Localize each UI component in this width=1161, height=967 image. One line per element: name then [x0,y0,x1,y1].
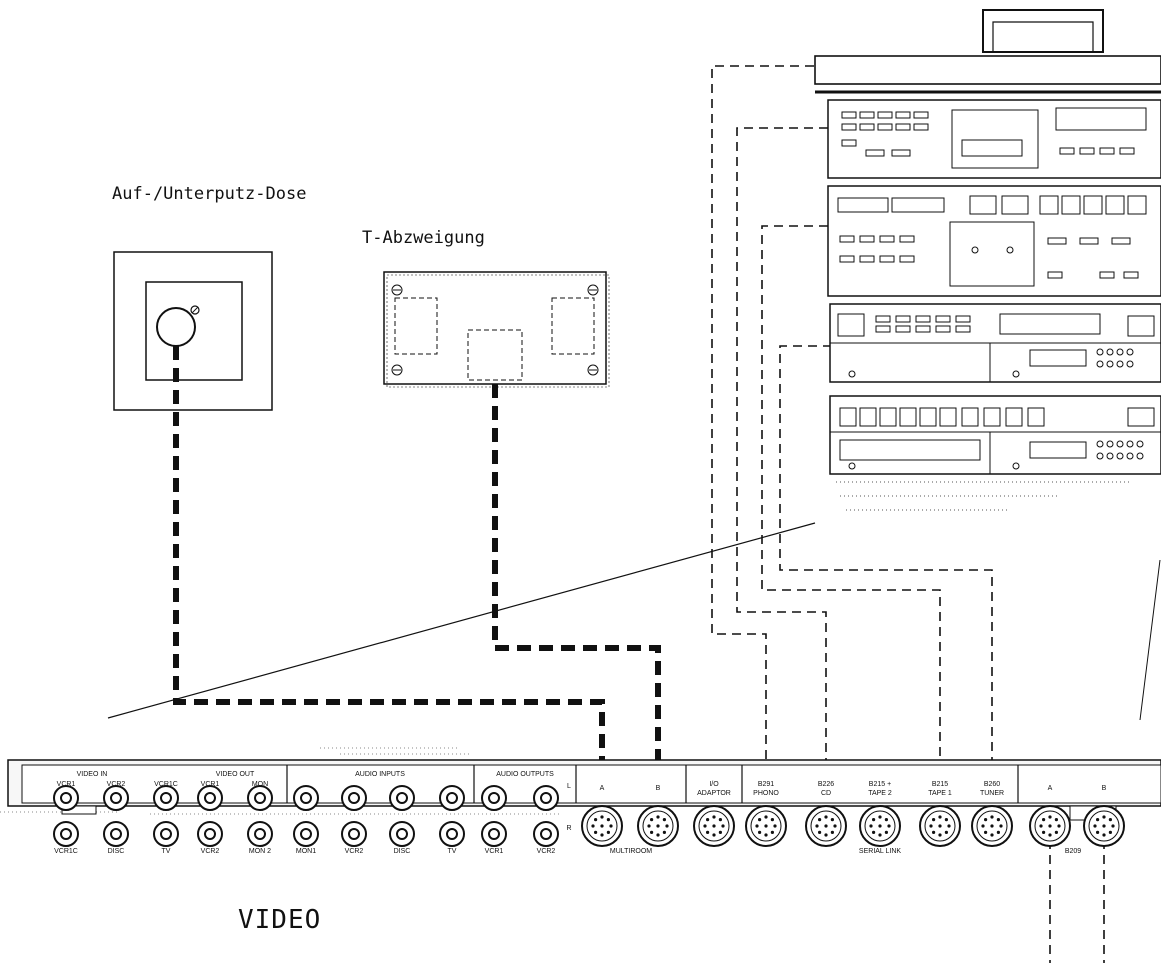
rca-jack[interactable] [53,821,79,847]
video-bottom-label: DISC [108,848,125,855]
io-adaptor-label-line1: I/O [709,781,719,788]
din-socket[interactable] [693,805,735,847]
rca-jack[interactable] [247,785,273,811]
serial-port-model: B215 [932,781,948,788]
channel-r-label: R [566,825,571,832]
serial-port-model: B215 + [869,781,891,788]
serial-port-name: TAPE 2 [868,790,892,797]
audio-input-label: DISC [394,848,411,855]
wall-socket [113,251,273,411]
rca-jack[interactable] [533,785,559,811]
audio-outputs-label: AUDIO OUTPUTS [496,771,554,778]
serial-port-name: TUNER [980,790,1004,797]
serial-port-name: PHONO [753,790,779,797]
rca-jack[interactable] [389,785,415,811]
rca-jack[interactable] [533,821,559,847]
b209-label: B209 [1065,848,1081,855]
wall-socket-label: Auf-/Unterputz-Dose [112,184,307,204]
video-top-label: VCR2 [107,781,126,788]
cd-player [827,99,1161,179]
rca-jack[interactable] [341,821,367,847]
turntable [982,9,1104,53]
multiroom-port-label: B [656,785,661,792]
serial-port-model: B260 [984,781,1000,788]
video-top-label: MON [252,781,268,788]
multiroom-cables [173,346,661,782]
din-socket[interactable] [971,805,1013,847]
cassette-deck [827,185,1161,297]
video-bottom-label: MON 2 [249,848,271,855]
din-socket[interactable] [1083,805,1125,847]
hifi-stack [814,9,1161,721]
panel-title: VIDEO [238,905,322,935]
serial-port-name: TAPE 1 [928,790,952,797]
rca-jack[interactable] [293,785,319,811]
multiroom-port-label: A [600,785,605,792]
t-junction-label: T-Abzweigung [362,228,485,248]
audio-inputs-label: AUDIO INPUTS [355,771,405,778]
b209-port-label: A [1048,785,1053,792]
serial-port-model: B226 [818,781,834,788]
serial-port-model: B291 [758,781,774,788]
video-top-label: VCR1 [201,781,220,788]
rca-jack[interactable] [341,785,367,811]
din-socket[interactable] [637,805,679,847]
rca-jack[interactable] [153,821,179,847]
video-out-label: VIDEO OUT [216,771,255,778]
video-top-label: VCR1 [57,781,76,788]
serial-port-name: CD [821,790,831,797]
t-junction-box [383,271,610,388]
serial-link-cables [711,65,1105,963]
rca-jack[interactable] [439,821,465,847]
rca-jack[interactable] [197,821,223,847]
audio-input-label: VCR2 [345,848,364,855]
video-bottom-label: VCR2 [201,848,220,855]
rca-jacks [53,785,559,847]
video-bottom-label: VCR1C [54,848,78,855]
rca-jack[interactable] [389,821,415,847]
rca-jack[interactable] [439,785,465,811]
rca-jack[interactable] [103,821,129,847]
rca-jack[interactable] [481,821,507,847]
audio-output-label: VCR2 [537,848,556,855]
b209-port-label: B [1102,785,1107,792]
video-bottom-label: TV [162,848,171,855]
rca-jack[interactable] [197,785,223,811]
rca-jack[interactable] [481,785,507,811]
din-socket[interactable] [859,805,901,847]
audio-output-label: VCR1 [485,848,504,855]
rca-jack[interactable] [103,785,129,811]
serial-link-label: SERIAL LINK [859,848,901,855]
din-sockets [581,805,1125,847]
din-socket[interactable] [745,805,787,847]
perspective-line [107,522,816,719]
din-socket[interactable] [805,805,847,847]
din-socket[interactable] [581,805,623,847]
audio-input-label: MON1 [296,848,316,855]
rca-jack[interactable] [153,785,179,811]
amplifier [829,395,1161,475]
din-socket[interactable] [1029,805,1071,847]
din-socket[interactable] [919,805,961,847]
video-in-label: VIDEO IN [77,771,108,778]
rear-panel: VIDEO IN VIDEO OUT AUDIO INPUTS AUDIO OU… [0,747,1161,855]
audio-input-label: TV [448,848,457,855]
multiroom-label: MULTIROOM [610,848,652,855]
channel-l-label: L [567,783,571,790]
video-top-label: VCR1C [154,781,178,788]
tuner [829,303,1161,383]
rca-jack[interactable] [53,785,79,811]
rca-jack[interactable] [247,821,273,847]
rca-jack[interactable] [293,821,319,847]
io-adaptor-label-line2: ADAPTOR [697,790,731,797]
